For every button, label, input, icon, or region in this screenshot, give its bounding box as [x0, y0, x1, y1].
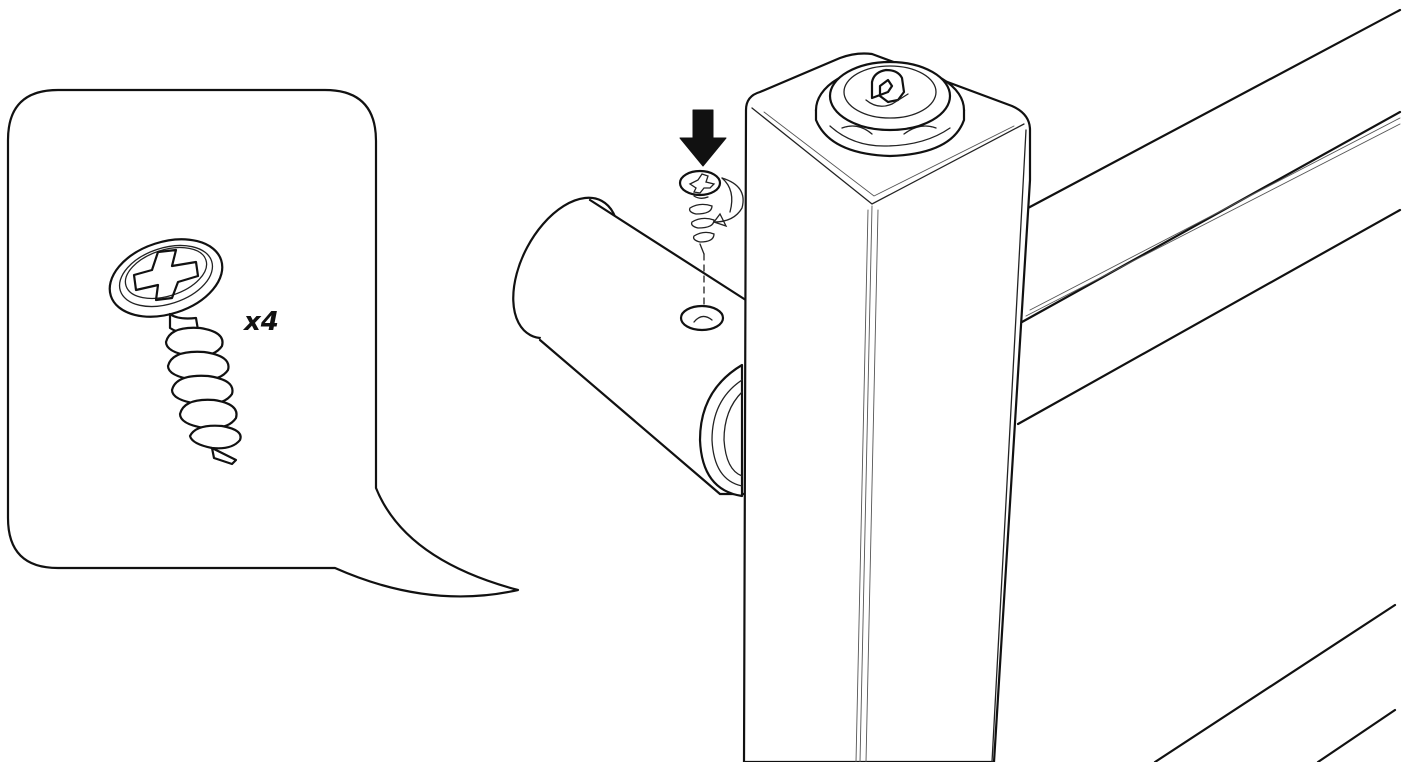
- wall-bracket-tube: [491, 180, 752, 496]
- parts-callout: x4: [8, 90, 518, 596]
- towel-rail-bars: [1018, 10, 1400, 762]
- quantity-label: x4: [242, 307, 279, 337]
- press-down-arrow-icon: [680, 110, 726, 166]
- radiator-column: [744, 54, 1030, 762]
- callout-bubble: [8, 90, 518, 596]
- screw-being-inserted: [680, 171, 720, 254]
